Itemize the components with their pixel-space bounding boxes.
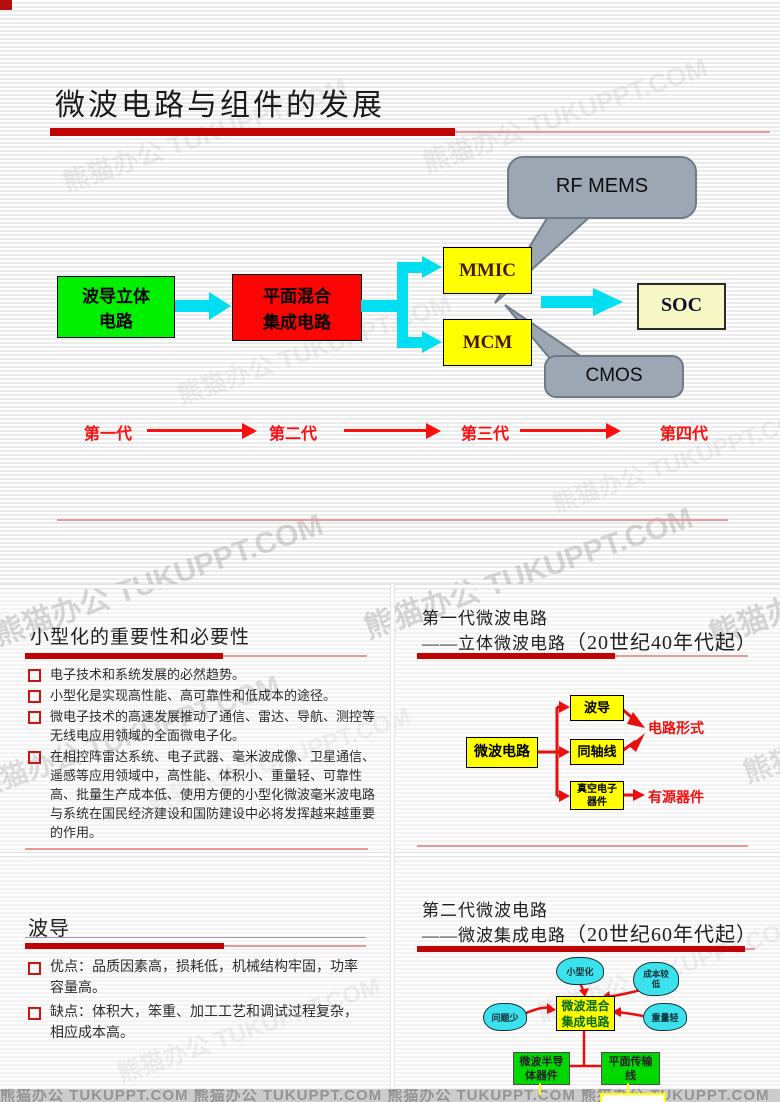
gen1-label-circuit-form: 电路形式 [648, 722, 704, 737]
slide2-footer-line [25, 848, 368, 850]
generation-label-1: 第一代 [84, 426, 133, 443]
slide4-underline-thin [224, 945, 366, 947]
generation-arrow-3-shaft [520, 429, 606, 432]
watermark-text: 熊猫办公 TUKUPPT.COM [549, 402, 780, 519]
bullet-text: 缺点：体积大，笨重、加工工艺和调试过程复杂，相应成本高。 [50, 1005, 358, 1041]
slide4-underline-thick [25, 943, 224, 949]
flow-arrow-3-shaft [541, 296, 593, 308]
gen1-branch-coax-box: 同轴线 [570, 739, 624, 765]
list-item: 电子技术和系统发展的必然趋势。 [28, 665, 375, 684]
gen2-cloud-low-cost: 成本较 低 [633, 962, 679, 996]
slide-divider-vertical [390, 584, 395, 1102]
gen2-box-semiconductor-devices: 微波半导 体器件 [513, 1052, 570, 1085]
callout-cmos: CMOS [544, 355, 684, 398]
slide1-footer-line [57, 519, 728, 521]
slide5-title-line2-paren: （20世纪60年代起） [566, 924, 757, 946]
gen1-branch-waveguide-box: 波导 [570, 695, 624, 721]
bullet-square-icon [28, 711, 41, 724]
bullet-text: 微电子技术的高速发展推动了通信、雷达、导航、测控等无线电应用领域的全面微电子化。 [50, 709, 376, 743]
node-mmic: MMIC [443, 247, 532, 294]
callout-rf-mems: RF MEMS [507, 156, 697, 219]
gen2-cloud-miniaturization: 小型化 [556, 957, 604, 985]
title-underline-thick [50, 128, 455, 136]
slide5-title-line2: ——微波集成电路（20世纪60年代起） [422, 918, 757, 947]
flow-split-bottom-head [422, 331, 442, 353]
gen1-label-active-device: 有源器件 [648, 791, 704, 806]
slide5-title-line2-prefix: ——微波集成电路 [422, 926, 566, 945]
generation-label-4: 第四代 [660, 426, 709, 443]
slide5-underline-thin [745, 948, 755, 950]
slide2-underline-thin [223, 655, 367, 657]
slide3-underline-thick [417, 653, 615, 659]
slide5-title-line1: 第二代微波电路 [422, 901, 548, 920]
gen1-branch-vacuum-box: 真空电子 器件 [570, 781, 624, 810]
bullet-square-icon [28, 962, 41, 975]
slide3-title-line2: ——立体微波电路（20世纪40年代起） [422, 626, 757, 655]
gen2-box-planar-transmission-line: 平面传输 线 [601, 1052, 660, 1085]
node-soc: SOC [637, 283, 726, 330]
generation-label-3: 第三代 [461, 426, 510, 443]
list-item: 小型化是实现高性能、高可靠性和低成本的途径。 [28, 686, 375, 705]
gen2-center-box-hybrid-mic: 微波混合 集成电路 [556, 996, 615, 1031]
page-title: 微波电路与组件的发展 [55, 89, 385, 122]
slide4-title-rule [25, 937, 366, 938]
generation-arrow-1-head [242, 423, 257, 439]
generation-label-2: 第二代 [269, 426, 318, 443]
slide3-title-line2-prefix: ——立体微波电路 [422, 634, 566, 653]
flow-split-top-shaft [408, 262, 422, 273]
title-underline-thin [455, 131, 770, 133]
slide4-title: 波导 [28, 918, 70, 940]
node-planar-hybrid-ic: 平面混合 集成电路 [232, 274, 362, 341]
flow-split-bar [397, 262, 408, 348]
bottom-watermark-band: 熊猫办公 TUKUPPT.COM 熊猫办公 TUKUPPT.COM 熊猫办公 T… [0, 1089, 780, 1102]
list-item: 优点：品质因素高，损耗低，机械结构牢固，功率容量高。 [28, 957, 368, 999]
gen2-bottom-box-cutoff [600, 1093, 666, 1102]
slide2-underline-thick [25, 653, 223, 659]
flow-arrow-3-head [593, 288, 623, 316]
generation-arrow-2-head [426, 423, 441, 439]
slide3-title-line2-paren: （20世纪40年代起） [566, 632, 757, 654]
flow-split-bottom-shaft [408, 337, 422, 348]
gen2-cloud-fewer-problems: 问题少 [483, 1003, 527, 1031]
list-item: 微电子技术的高速发展推动了通信、雷达、导航、测控等无线电应用领域的全面微电子化。 [28, 707, 375, 745]
node-mcm: MCM [443, 319, 532, 366]
slide5-underline-thick [417, 946, 745, 952]
generation-arrow-3-head [606, 423, 621, 439]
gen2-yellow-connector-right [627, 1083, 629, 1093]
slide2-title: 小型化的重要性和必要性 [30, 627, 251, 648]
bullet-text: 在相控阵雷达系统、电子武器、毫米波成像、卫星通信、遥感等应用领域中，高性能、体积… [50, 749, 376, 840]
generation-arrow-1-shaft [147, 429, 242, 432]
gen2-cloud-light-weight: 重量轻 [643, 1003, 687, 1031]
bullet-square-icon [28, 690, 41, 703]
slide3-underline-thin [615, 655, 748, 657]
bullet-text: 电子技术和系统发展的必然趋势。 [50, 667, 246, 682]
slide3-footer-line [417, 845, 748, 847]
bullet-square-icon [28, 669, 41, 682]
node-waveguide-3d-circuit: 波导立体 电路 [57, 276, 175, 338]
corner-accent-square [0, 0, 12, 10]
flow-arrow-2-shaft [361, 300, 397, 312]
bullet-square-icon [28, 1007, 41, 1020]
bullet-text: 优点：品质因素高，损耗低，机械结构牢固，功率容量高。 [50, 960, 358, 996]
generation-arrow-2-shaft [344, 429, 426, 432]
list-item: 在相控阵雷达系统、电子武器、毫米波成像、卫星通信、遥感等应用领域中，高性能、体积… [28, 747, 375, 842]
bullet-text: 小型化是实现高性能、高可靠性和低成本的途径。 [50, 688, 337, 703]
slide4-bullet-list: 优点：品质因素高，损耗低，机械结构牢固，功率容量高。 缺点：体积大，笨重、加工工… [28, 957, 368, 1046]
flow-split-top-head [422, 256, 442, 278]
gen2-yellow-connector-left [539, 1083, 541, 1095]
flow-arrow-1-shaft [175, 300, 209, 312]
bullet-square-icon [28, 751, 41, 764]
gen1-root-box: 微波电路 [466, 737, 538, 768]
list-item: 缺点：体积大，笨重、加工工艺和调试过程复杂，相应成本高。 [28, 1002, 368, 1044]
slide3-title-line1: 第一代微波电路 [422, 609, 548, 628]
slide2-bullet-list: 电子技术和系统发展的必然趋势。 小型化是实现高性能、高可靠性和低成本的途径。 微… [28, 665, 375, 844]
flow-arrow-1-head [209, 292, 231, 320]
